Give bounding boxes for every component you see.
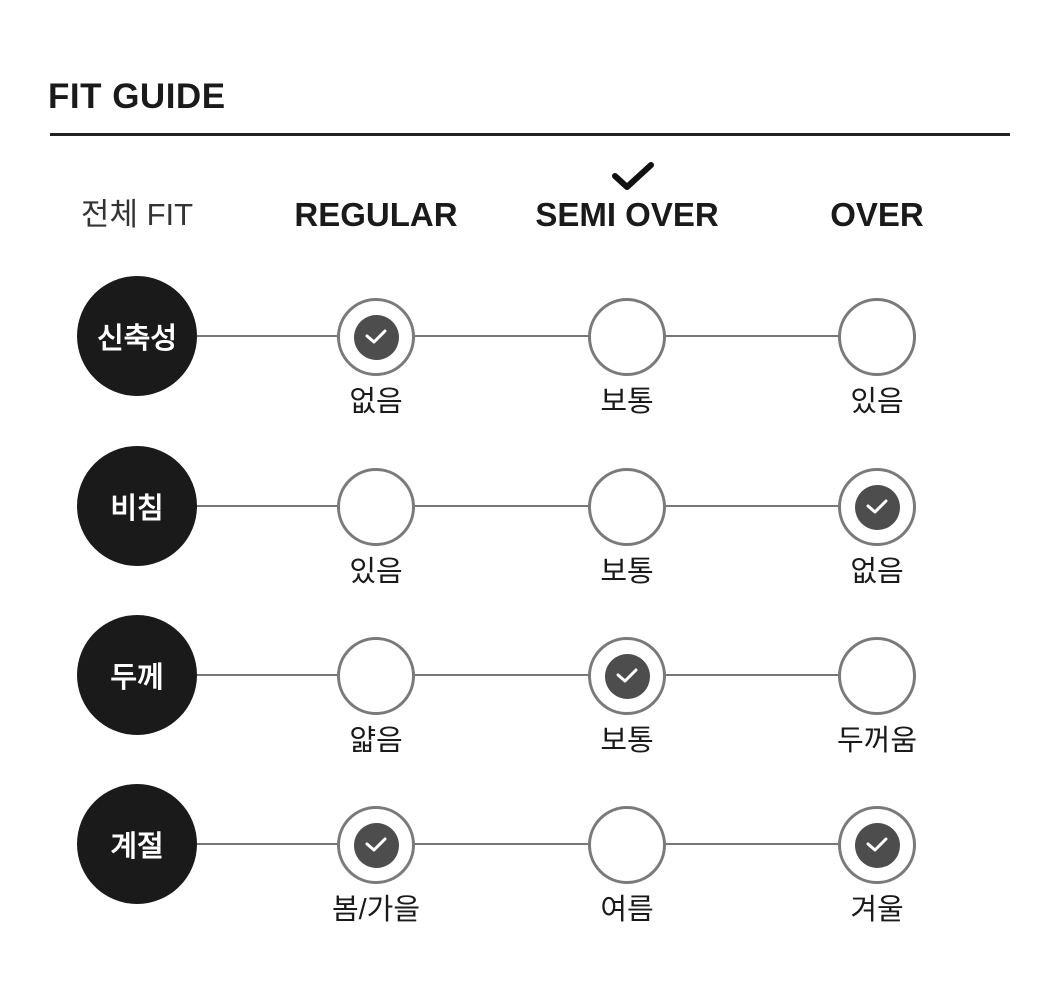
check-icon (616, 668, 638, 683)
option-circle[interactable] (838, 637, 916, 715)
option-label: 있음 (349, 556, 403, 588)
option-label: 두꺼움 (836, 725, 918, 757)
option-circle[interactable] (588, 806, 666, 884)
check-icon (866, 837, 888, 852)
option-circle-selected[interactable] (588, 637, 666, 715)
option-label: 보통 (600, 556, 654, 588)
option-circle-selected[interactable] (337, 298, 415, 376)
selected-dot (854, 822, 900, 868)
selected-dot (353, 822, 399, 868)
option-label: 보통 (600, 386, 654, 418)
row-label-stretch: 신축성 (77, 276, 197, 396)
fit-row-thickness: 두께 얇음 보통 두꺼움 (0, 615, 1040, 757)
selected-fit-check-icon (612, 162, 654, 190)
option-label: 봄/가을 (331, 894, 421, 926)
fit-row-stretch: 신축성 없음 보통 있음 (0, 276, 1040, 418)
option-circle-selected[interactable] (838, 468, 916, 546)
check-icon (365, 837, 387, 852)
row-connector-line (190, 843, 880, 845)
row-connector-line (190, 335, 880, 337)
fit-row-sheerness: 비침 있음 보통 없음 (0, 446, 1040, 588)
option-label: 여름 (600, 894, 654, 926)
option-circle[interactable] (337, 637, 415, 715)
option-circle[interactable] (588, 298, 666, 376)
option-label: 보통 (600, 725, 654, 757)
option-circle-selected[interactable] (838, 806, 916, 884)
row-connector-line (190, 505, 880, 507)
option-circle-selected[interactable] (337, 806, 415, 884)
option-circle[interactable] (337, 468, 415, 546)
check-icon (866, 499, 888, 514)
option-label: 겨울 (850, 894, 904, 926)
fit-column-regular: REGULAR (294, 196, 458, 233)
selected-dot (604, 653, 650, 699)
overall-fit-label: 전체 FIT (80, 197, 194, 232)
fit-row-season: 계절 봄/가을 여름 겨울 (0, 784, 1040, 926)
fit-column-semi-over: SEMI OVER (535, 196, 719, 233)
option-label: 없음 (850, 556, 904, 588)
row-label-season: 계절 (77, 784, 197, 904)
row-label-thickness: 두께 (77, 615, 197, 735)
selected-dot (854, 484, 900, 530)
row-label-sheerness: 비침 (77, 446, 197, 566)
option-circle[interactable] (588, 468, 666, 546)
option-label: 얇음 (349, 725, 403, 757)
option-label: 없음 (349, 386, 403, 418)
selected-dot (353, 314, 399, 360)
row-connector-line (190, 674, 880, 676)
page-title: FIT GUIDE (48, 77, 226, 116)
title-divider (50, 133, 1010, 136)
option-label: 있음 (850, 386, 904, 418)
option-circle[interactable] (838, 298, 916, 376)
fit-column-over: OVER (830, 196, 924, 233)
check-icon (365, 329, 387, 344)
